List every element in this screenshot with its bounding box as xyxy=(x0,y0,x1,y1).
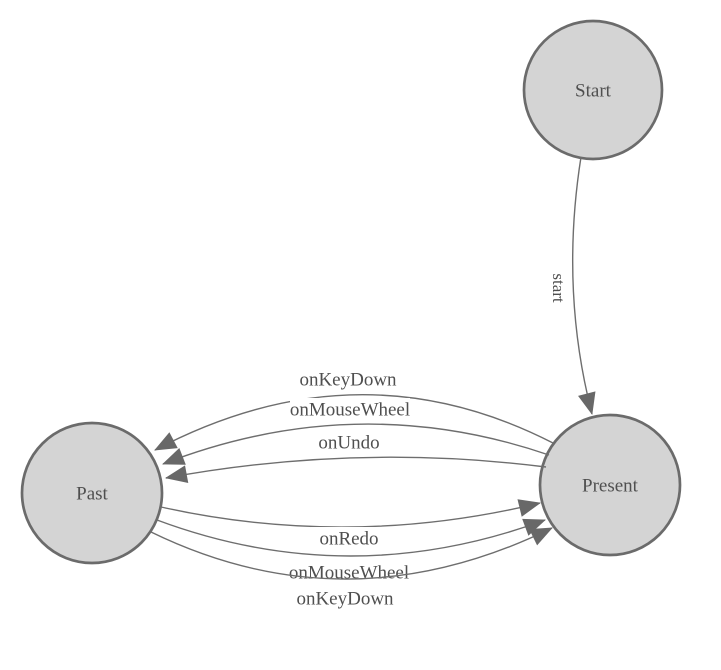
edge-label-onkeydown: onKeyDown xyxy=(296,589,394,610)
transition-present-to-past-onkeydown[interactable]: onKeyDown xyxy=(154,368,554,451)
edge-label-bg xyxy=(292,368,404,390)
transition-present-to-past-onmousewheel[interactable]: onMouseWheel xyxy=(162,398,550,465)
state-node-present-circle[interactable] xyxy=(538,413,682,557)
state-node-past-circle[interactable] xyxy=(20,421,164,565)
state-node-present[interactable]: Present xyxy=(538,413,682,557)
state-node-present-label: Present xyxy=(582,476,639,497)
edge-label-bg xyxy=(313,431,385,453)
edge-label-onundo: onUndo xyxy=(318,433,379,454)
edge-label-bg xyxy=(290,398,410,420)
transition-past-to-present-onkeydown-path[interactable] xyxy=(150,527,553,580)
transition-present-to-past-onkeydown-path[interactable] xyxy=(154,394,554,451)
state-node-start-circle[interactable] xyxy=(522,19,664,161)
state-node-start-label: Start xyxy=(575,81,612,102)
transition-past-to-present-onredo-path[interactable] xyxy=(160,499,541,528)
edge-label-bg xyxy=(550,264,568,312)
transition-present-to-past-onmousewheel-path[interactable] xyxy=(162,423,550,465)
edge-label-onredo: onRedo xyxy=(319,529,378,550)
transition-past-to-present-onkeydown[interactable]: onKeyDown xyxy=(150,527,553,610)
edge-label-onmousewheel: onMouseWheel xyxy=(289,563,409,584)
transition-past-to-present-onmousewheel-path[interactable] xyxy=(156,518,546,557)
edge-label-start: start xyxy=(549,273,568,303)
transition-start-to-present-path[interactable] xyxy=(571,156,596,415)
state-node-past-label: Past xyxy=(76,484,108,505)
transition-past-to-present-onredo[interactable]: onRedo xyxy=(160,499,541,550)
transition-start-to-present[interactable]: start xyxy=(549,156,596,415)
state-node-past[interactable]: Past xyxy=(20,421,164,565)
transition-present-to-past-onundo-path[interactable] xyxy=(165,456,547,484)
transition-present-to-past-onundo[interactable]: onUndo xyxy=(165,431,547,484)
edge-label-onkeydown: onKeyDown xyxy=(299,370,397,391)
edge-label-bg xyxy=(289,587,401,609)
edge-label-onmousewheel: onMouseWheel xyxy=(290,400,410,421)
state-node-start[interactable]: Start xyxy=(522,19,664,161)
edge-label-bg xyxy=(311,527,387,549)
